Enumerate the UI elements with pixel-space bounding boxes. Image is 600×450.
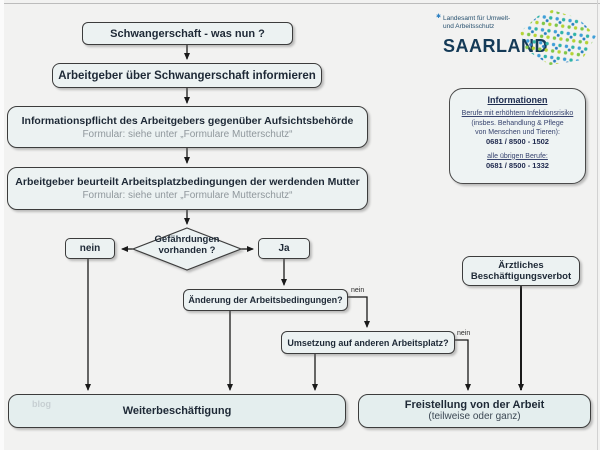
branch-label-transfer-nein: nein (457, 330, 471, 337)
node-assess-form-note: Formular: siehe unter „Formulare Mutters… (82, 190, 293, 201)
node-continue-employment: Weiterbeschäftigung (8, 394, 346, 428)
info-other-label: alle übrigen Berufe: (487, 152, 548, 160)
logo-agency-line1: Landesamt für Umwelt- (443, 15, 511, 22)
node-start-label: Schwangerschaft - was nun ? (110, 27, 265, 40)
node-continue-label: Weiterbeschäftigung (122, 405, 232, 417)
info-other-phone: 0681 / 8500 - 1332 (486, 161, 549, 171)
logo-agency-line2: und Arbeitsschutz (443, 23, 495, 31)
node-ban-line1: Ärztliches (498, 259, 544, 271)
arrow-change-nein-to-transfer (348, 296, 370, 328)
node-duty-form-note: Formular: siehe unter „Formulare Mutters… (82, 128, 293, 140)
node-release-sub: (teilweise oder ganz) (428, 410, 521, 422)
node-assess-workplace: Arbeitgeber beurteilt Arbeitsplatzbeding… (7, 167, 368, 210)
node-no: nein (65, 238, 115, 259)
info-title: Informationen (487, 95, 548, 105)
page-right-rule (597, 0, 598, 450)
node-yes: Ja (258, 238, 310, 259)
info-risk-label: Berufe mit erhöhtem Infektionsrisiko (461, 110, 574, 118)
page-top-rule (0, 3, 600, 4)
info-box: Informationen Berufe mit erhöhtem Infekt… (449, 88, 586, 184)
node-inform-employer: Arbeitgeber über Schwangerschaft informi… (52, 63, 322, 88)
info-risk-phone: 0681 / 8500 - 1502 (486, 137, 549, 147)
logo-agency-name: Landesamt für Umwelt- und Arbeitsschutz (443, 15, 553, 31)
arrow-transfer-nein-to-release (455, 339, 471, 391)
node-yes-label: Ja (278, 243, 290, 254)
decision-line1: Gefährdungen (154, 234, 220, 245)
branch-label-change-nein: nein (351, 287, 365, 294)
decision-line2: vorhanden ? (158, 244, 216, 256)
info-risk-note2: von Menschen und Tieren): (475, 129, 560, 137)
info-risk-note1: (insbes. Behandlung & Pflege (471, 119, 564, 127)
node-no-label: nein (79, 243, 101, 254)
node-duty-title: Informationspflicht des Arbeitgebers geg… (21, 114, 354, 127)
node-ban-line2: Beschäftigungsverbot (470, 271, 572, 282)
node-inform-label: Arbeitgeber über Schwangerschaft informi… (58, 69, 316, 82)
node-release-title: Freistellung von der Arbeit (404, 398, 545, 411)
decision-hazards-label: Gefährdungen vorhanden ? (133, 234, 241, 257)
watermark-text: blog (32, 399, 51, 409)
node-duty-to-report: Informationspflicht des Arbeitgebers geg… (7, 106, 368, 148)
node-transfer-workplace: Umsetzung auf anderen Arbeitsplatz? (281, 331, 455, 354)
page-left-margin (0, 0, 4, 450)
saarland-wordmark: SAARLAND (443, 36, 548, 56)
node-medical-ban: Ärztliches Beschäftigungsverbot (462, 256, 580, 286)
node-transfer-label: Umsetzung auf anderen Arbeitsplatz? (287, 337, 449, 348)
node-change-conditions: Änderung der Arbeitsbedingungen? (183, 289, 348, 311)
logo-star-icon: ✱ (436, 14, 442, 20)
saarland-logo-dots-icon (520, 10, 596, 65)
node-start: Schwangerschaft - was nun ? (82, 22, 293, 45)
node-release-from-work: Freistellung von der Arbeit (teilweise o… (358, 394, 591, 428)
node-change-label: Änderung der Arbeitsbedingungen? (188, 295, 343, 305)
node-assess-title: Arbeitgeber beurteilt Arbeitsplatzbeding… (15, 176, 360, 188)
